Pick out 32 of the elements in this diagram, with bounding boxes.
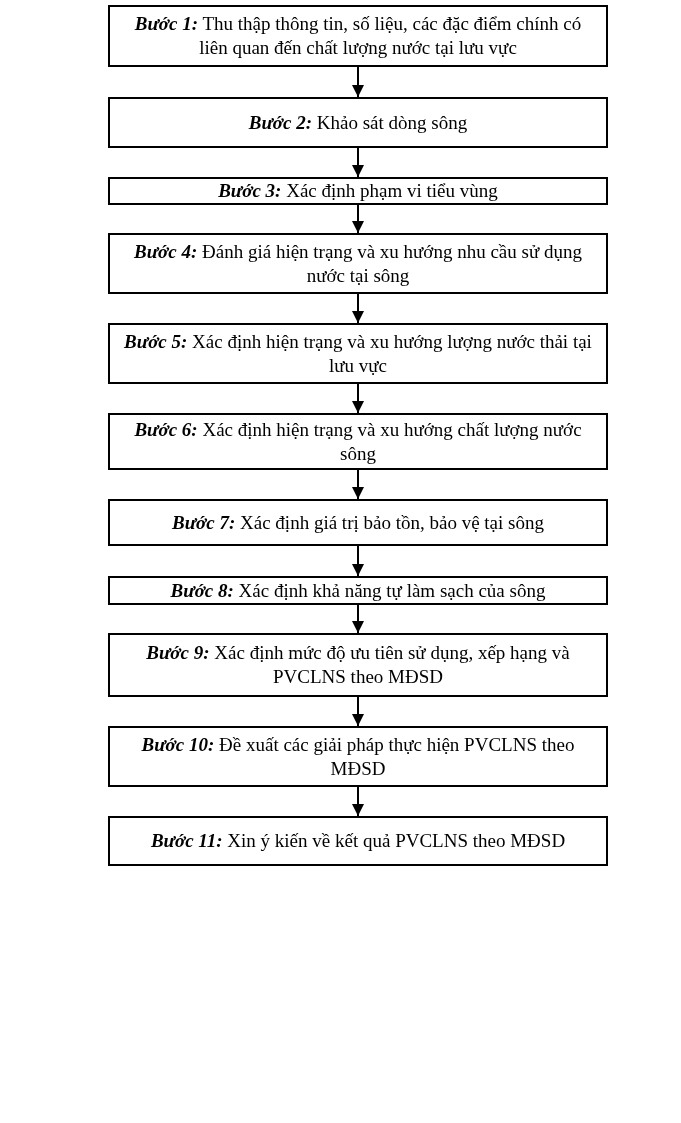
process-box — [108, 413, 608, 470]
process-box — [108, 323, 608, 384]
step-text: Bước 9: Xác định mức độ ưu tiên sử dụng, xếp hạng và PVCLNS theo MĐSD — [145, 641, 571, 689]
arrow — [352, 469, 364, 500]
arrow — [352, 383, 364, 414]
arrow — [352, 147, 364, 178]
step-text: Bước 1: Thu thập thông tin, số liệu, các đặc điểm chính có liên quan đến chất lượng nước tại lưu vực — [133, 12, 583, 60]
process-box — [108, 233, 608, 294]
process-box — [108, 177, 608, 205]
step-text: Bước 11: Xin ý kiến về kết quả PVCLNS theo MĐSD — [150, 829, 566, 853]
step-text: Bước 4: Đánh giá hiện trạng và xu hướng nhu cầu sử dụng nước tại sông — [133, 239, 583, 288]
step-text: Bước 7: Xác định giá trị bảo tồn, bảo vệ tại sông — [172, 510, 544, 535]
step-text: Bước 3: Xác định phạm vi tiểu vùng — [218, 179, 498, 203]
process-box — [108, 633, 608, 697]
process-box — [108, 576, 608, 605]
process-box — [108, 97, 608, 148]
process-box — [108, 5, 608, 67]
arrow — [352, 786, 364, 817]
arrow — [352, 293, 364, 324]
arrow — [352, 696, 364, 727]
process-box — [108, 816, 608, 866]
step-text: Bước 10: Đề xuất các giải pháp thực hiện PVCLNS theo MĐSD — [140, 732, 576, 781]
step-text: Bước 8: Xác định khả năng tự làm sạch của sông — [170, 578, 546, 603]
process-box — [108, 499, 608, 546]
step-text: Bước 6: Xác định hiện trạng và xu hướng chất lượng nước sông — [133, 417, 583, 466]
arrow — [352, 604, 364, 634]
step-text: Bước 2: Khảo sát dòng sông — [248, 110, 468, 135]
arrow — [352, 66, 364, 98]
arrow — [352, 204, 364, 234]
step-text: Bước 5: Xác định hiện trạng và xu hướng lượng nước thải tại lưu vực — [123, 329, 593, 378]
process-box — [108, 726, 608, 787]
arrow — [352, 545, 364, 577]
